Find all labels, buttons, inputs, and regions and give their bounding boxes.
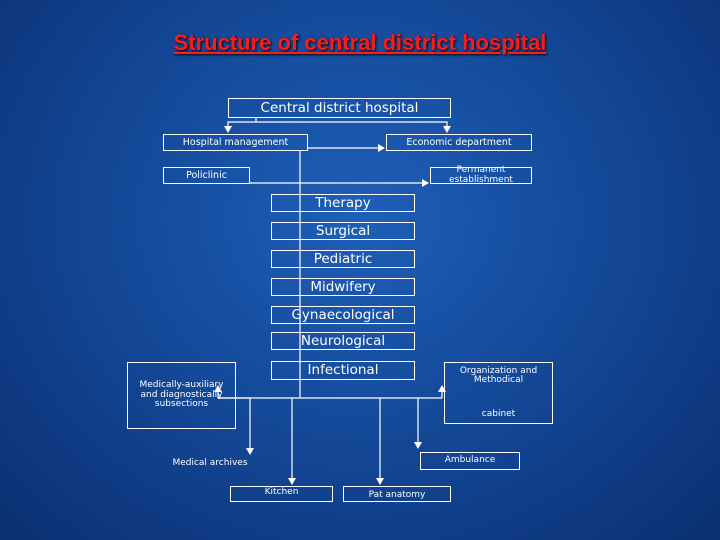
- permanent-establishment-box: Permanent establishment: [430, 165, 532, 184]
- organization-methodical-label: Organization and Methodical: [459, 366, 538, 386]
- ambulance-box: Ambulance: [420, 452, 520, 470]
- pediatric-box: Pediatric: [271, 250, 415, 268]
- policlinic-box: Policlinic: [163, 167, 250, 184]
- hospital-management-box: Hospital management: [163, 134, 308, 151]
- cabinet-label: cabinet: [481, 408, 516, 419]
- economic-department-box: Economic department: [386, 134, 532, 151]
- medical-archives-label: Medical archives: [172, 458, 248, 468]
- page-title: Structure of central district hospital: [173, 30, 547, 55]
- infectional-box: Infectional: [271, 361, 415, 380]
- surgical-box: Surgical: [271, 222, 415, 240]
- organization-methodical-box: Organization and Methodical cabinet: [444, 362, 553, 424]
- medically-auxiliary-box: Medically-auxiliary and diagnostically s…: [127, 362, 236, 429]
- neurological-box: Neurological: [271, 332, 415, 350]
- midwifery-box: Midwifery: [271, 278, 415, 296]
- therapy-box: Therapy: [271, 194, 415, 212]
- gynaecological-box: Gynaecological: [271, 306, 415, 324]
- pat-anatomy-box: Pat anatomy: [343, 486, 451, 502]
- kitchen-box: Kitchen: [230, 486, 333, 502]
- central-hospital-box: Central district hospital: [228, 98, 451, 118]
